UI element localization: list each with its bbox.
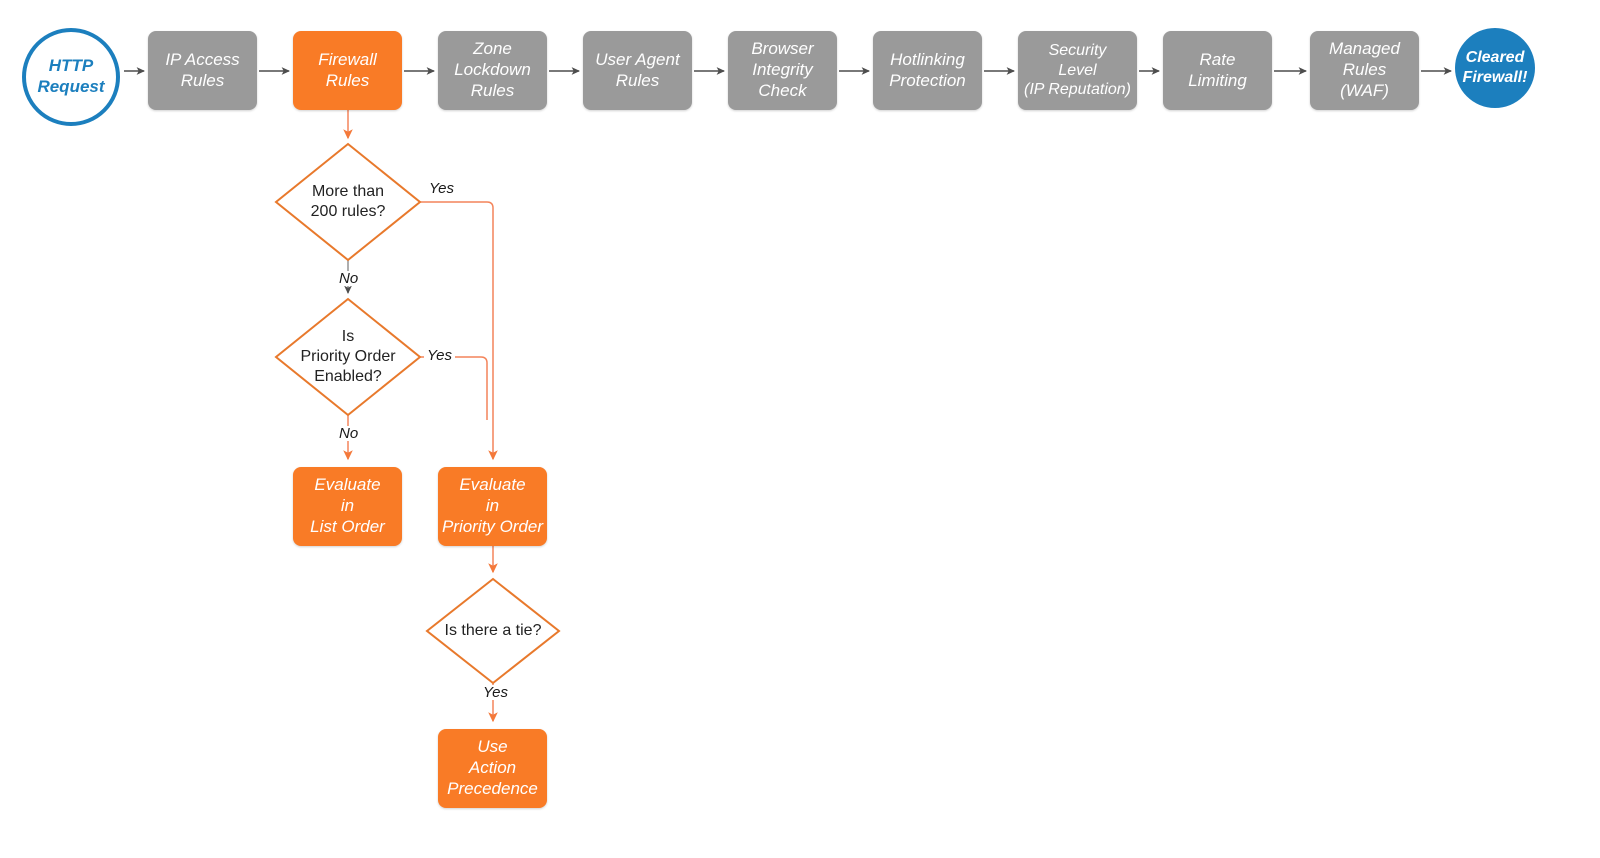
node-decision-is-there-a-tie-label: Is there a tie? — [444, 622, 542, 639]
node-managed-rules-waf[interactable]: Managed Rules (WAF) — [1310, 31, 1419, 110]
node-evaluate-in-priority-order[interactable]: Evaluate in Priority Order — [438, 467, 547, 546]
node-ip-access-rules[interactable]: IP Access Rules — [148, 31, 257, 110]
edge-label-yes-more-than-200-rules: Yes — [426, 181, 458, 196]
node-browser-integrity-check-label: Browser Integrity Check — [751, 39, 814, 100]
node-zone-lockdown-rules[interactable]: Zone Lockdown Rules — [438, 31, 547, 110]
edge-decisionpriority-yes — [420, 356, 488, 420]
node-firewall-rules-label: Firewall Rules — [318, 49, 377, 90]
node-security-level[interactable]: Security Level (IP Reputation) — [1018, 31, 1137, 110]
node-rate-limiting[interactable]: Rate Limiting — [1163, 31, 1272, 110]
node-user-agent-rules-label: User Agent Rules — [595, 49, 680, 90]
node-user-agent-rules[interactable]: User Agent Rules — [583, 31, 692, 110]
node-decision-more-than-200-rules-label: More than 200 rules? — [310, 183, 386, 220]
node-use-action-precedence[interactable]: Use Action Precedence — [438, 729, 547, 808]
node-ip-access-rules-label: IP Access Rules — [165, 49, 240, 90]
node-managed-rules-waf-label: Managed Rules (WAF) — [1329, 39, 1400, 100]
edge-label-yes-priority-order-enabled: Yes — [424, 348, 456, 363]
node-use-action-precedence-label: Use Action Precedence — [447, 737, 538, 798]
node-decision-priority-order-enabled-label: Is Priority Order Enabled? — [300, 328, 396, 385]
node-hotlinking-protection-label: Hotlinking Protection — [889, 49, 966, 90]
node-cleared-firewall[interactable]: Cleared Firewall! — [1455, 28, 1535, 108]
node-firewall-rules[interactable]: Firewall Rules — [293, 31, 402, 110]
edge-label-no-priority-order-enabled: No — [336, 426, 362, 441]
node-cleared-firewall-label: Cleared Firewall! — [1462, 49, 1528, 86]
node-http-request-label: HTTP Request — [37, 56, 105, 96]
node-decision-more-than-200-rules[interactable]: More than 200 rules? — [276, 144, 420, 260]
node-evaluate-in-list-order-label: Evaluate in List Order — [310, 475, 385, 536]
node-http-request[interactable]: HTTP Request — [22, 28, 120, 126]
node-security-level-label: Security Level (IP Reputation) — [1023, 42, 1131, 99]
node-decision-is-there-a-tie[interactable]: Is there a tie? — [427, 579, 559, 683]
edge-decision200-yes — [420, 201, 498, 461]
node-decision-priority-order-enabled[interactable]: Is Priority Order Enabled? — [276, 299, 420, 415]
node-evaluate-in-list-order[interactable]: Evaluate in List Order — [293, 467, 402, 546]
edge-label-yes-is-there-a-tie: Yes — [480, 685, 512, 700]
edge-label-no-more-than-200-rules: No — [336, 271, 362, 286]
node-evaluate-in-priority-order-label: Evaluate in Priority Order — [441, 475, 544, 536]
node-zone-lockdown-rules-label: Zone Lockdown Rules — [454, 39, 531, 100]
node-browser-integrity-check[interactable]: Browser Integrity Check — [728, 31, 837, 110]
node-rate-limiting-label: Rate Limiting — [1188, 49, 1247, 90]
node-hotlinking-protection[interactable]: Hotlinking Protection — [873, 31, 982, 110]
